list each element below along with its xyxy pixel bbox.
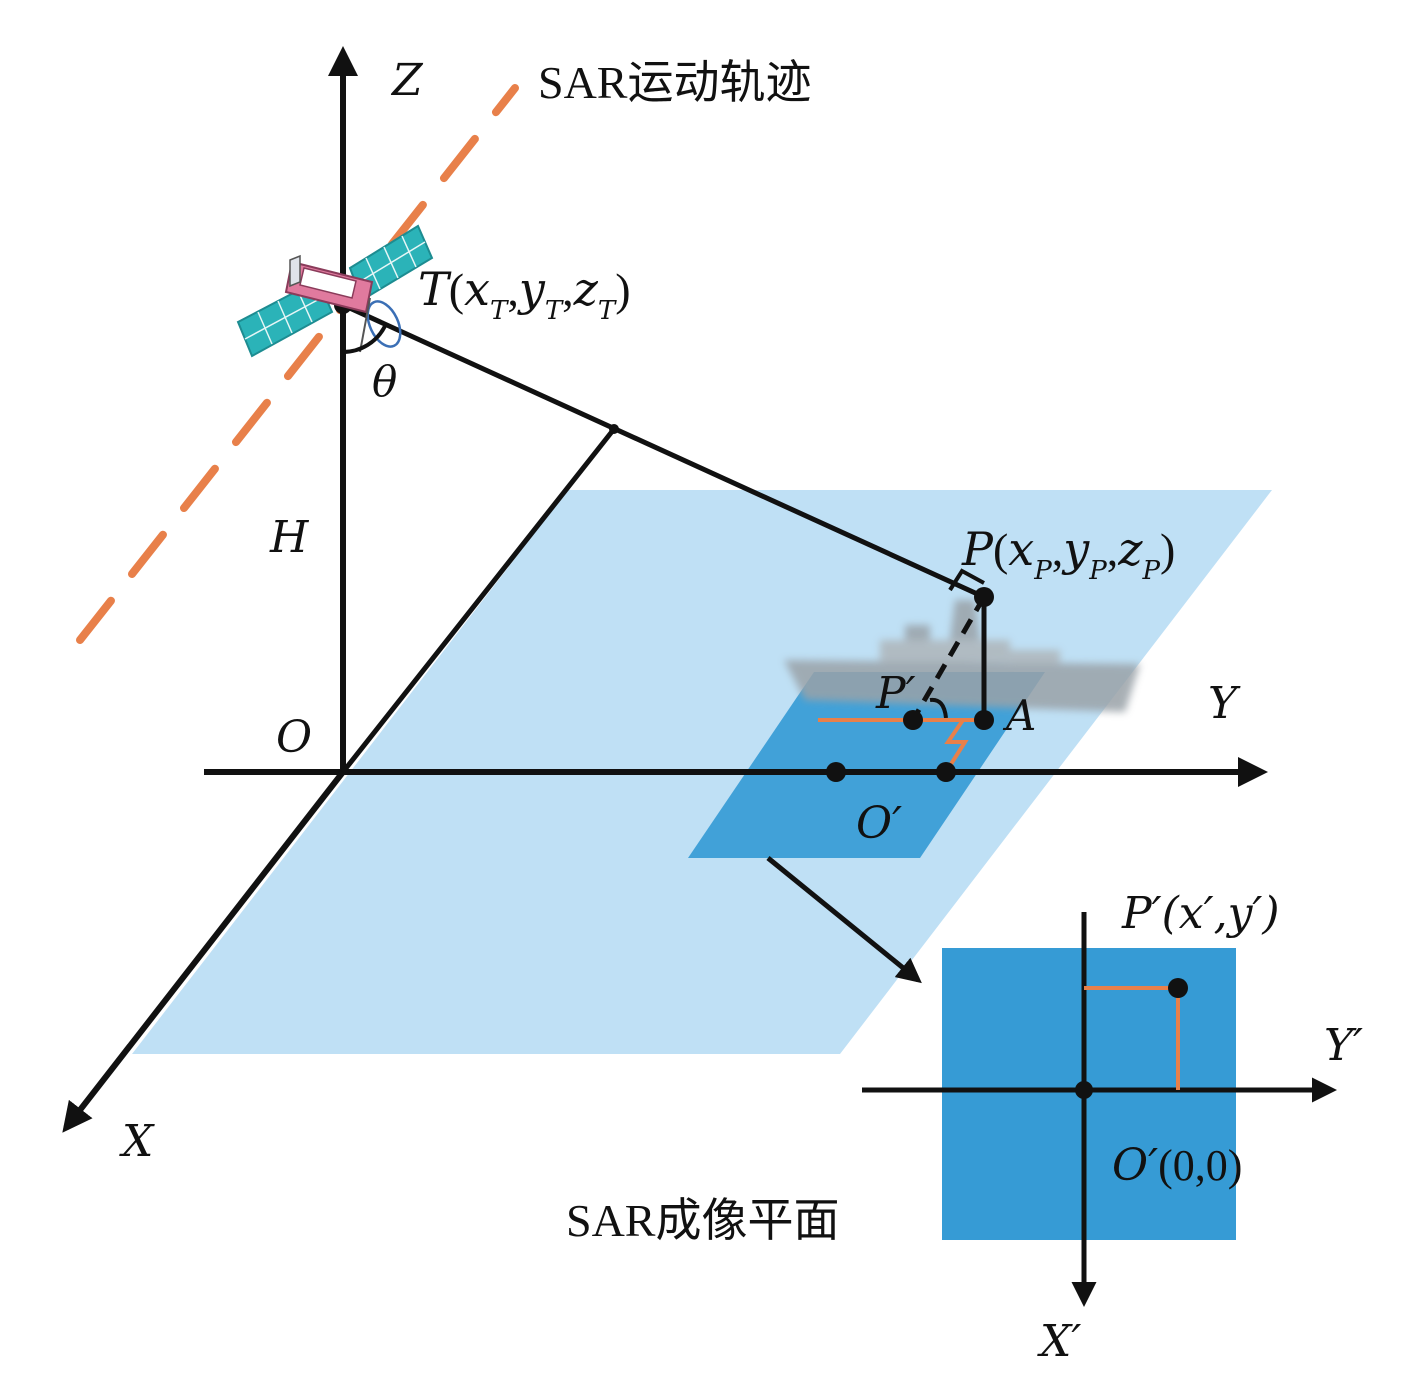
- inset-y-prime-label: Y′: [1324, 1020, 1363, 1071]
- inset-x-prime-label: X′: [1037, 1316, 1081, 1367]
- sar-trajectory-line: [76, 84, 519, 644]
- target-coord-label: P(xP,yP,zP): [961, 522, 1175, 586]
- height-label: H: [269, 512, 310, 563]
- right-angle-marker-p: [948, 568, 985, 592]
- imaging-plane-label: SAR成像平面: [566, 1195, 839, 1246]
- satellite-coord-label: T(xT,yT,zT): [418, 262, 631, 326]
- x-axis: [62, 770, 346, 1133]
- theta-arc: [342, 325, 387, 354]
- slant-range-line: [341, 302, 986, 600]
- point-y-axis-intercept: [826, 762, 846, 782]
- oprime-label: O′: [856, 798, 902, 849]
- inset-origin-point: [1075, 1081, 1093, 1099]
- point-oprime-3d: [936, 762, 956, 782]
- z-axis-label: Z: [390, 55, 424, 106]
- a-label: A: [1002, 691, 1036, 740]
- inset-point-pprime: [1168, 978, 1188, 998]
- pprime-label: P′: [875, 668, 916, 719]
- ship-icon: [784, 600, 1140, 712]
- p-to-pprime-dashed: [910, 595, 987, 722]
- inset-pointer-arrow: [766, 856, 922, 984]
- point-p: [974, 587, 994, 607]
- point-pprime: [903, 710, 923, 730]
- satellite-icon: [236, 224, 434, 358]
- range-midpoint: [609, 424, 619, 434]
- inset-origin-label: O′(0,0): [1112, 1140, 1242, 1191]
- y-axis-label: Y: [1208, 678, 1241, 729]
- origin-label: O: [276, 712, 312, 763]
- projection-lines-3d: [818, 718, 984, 774]
- trajectory-label: SAR运动轨迹: [538, 57, 811, 108]
- x-axis-label: X: [119, 1116, 155, 1167]
- theta-label: θ: [372, 357, 397, 406]
- inset-point-label: P′(x′,y′): [1121, 888, 1280, 939]
- right-angle-marker-pprime: [929, 697, 948, 719]
- point-a: [974, 710, 994, 730]
- range-foot-line: [341, 427, 616, 774]
